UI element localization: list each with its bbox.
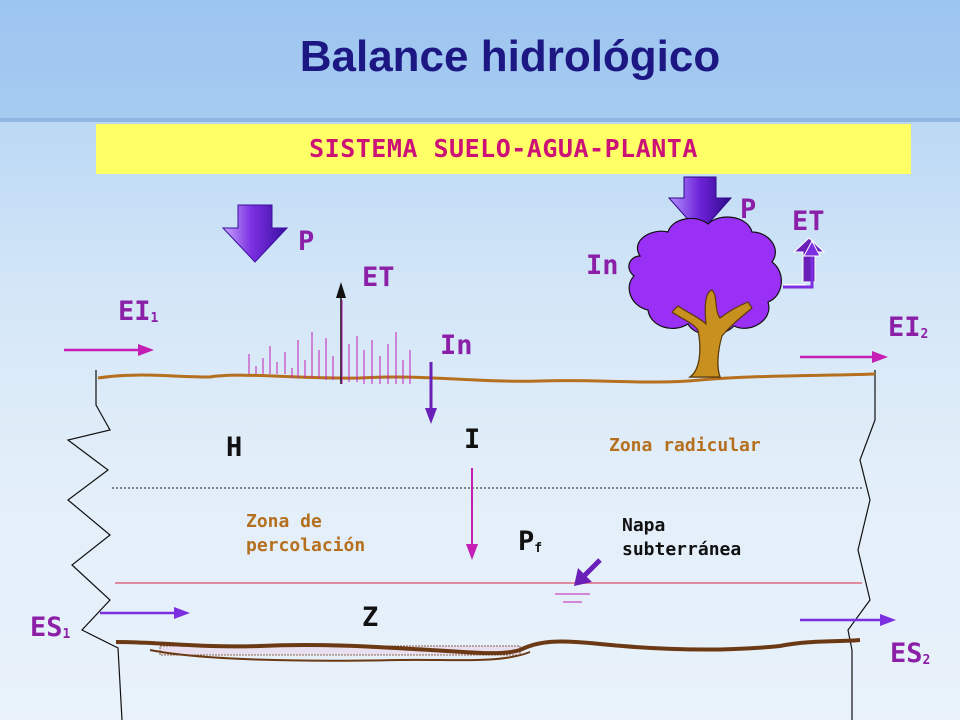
et-arrow-left [336, 282, 346, 384]
label-ei1: EI1 [118, 296, 159, 327]
label-zona-percolacion: Zona de percolación [246, 511, 366, 556]
napa-pointer-arrow [574, 558, 602, 586]
water-table-symbol [555, 593, 590, 603]
bedrock-layer [115, 638, 861, 669]
label-pf: Pf [518, 526, 543, 557]
label-ei2: EI2 [888, 312, 929, 343]
title-band [0, 0, 960, 118]
label-es1: ES1 [30, 612, 71, 643]
es1-arrow [100, 607, 190, 619]
ei2-arrow [800, 351, 888, 363]
label-p-right: P [740, 194, 757, 225]
label-p-left: P [298, 226, 315, 257]
label-et-right: ET [792, 206, 825, 237]
ei1-arrow [64, 344, 154, 356]
et-arrow-right [783, 237, 826, 289]
left-soil-edge [66, 370, 123, 720]
ground-surface [97, 372, 876, 384]
label-z: Z [362, 602, 379, 633]
subtitle: SISTEMA SUELO-AGUA-PLANTA [309, 134, 698, 163]
label-es2: ES2 [890, 638, 931, 669]
page-title: Balance hidrológico [299, 32, 721, 81]
es2-arrow [800, 614, 896, 626]
label-zona-radicular: Zona radicular [609, 435, 761, 456]
precip-arrow-left [221, 204, 289, 263]
label-i: I [464, 424, 481, 455]
label-et-left: ET [362, 262, 395, 293]
label-in-left: In [440, 330, 473, 361]
subtitle-box [96, 124, 911, 174]
label-in-right: In [586, 250, 619, 281]
infiltration-arrow-left [425, 362, 437, 424]
label-napa-subterranea: Napa subterránea [622, 515, 742, 560]
precip-arrow-right [667, 176, 733, 234]
label-h: H [226, 432, 243, 463]
percolation-arrow [466, 468, 478, 560]
grass-stalks [248, 332, 411, 384]
right-soil-edge [847, 370, 876, 720]
tree-illustration [628, 216, 782, 378]
